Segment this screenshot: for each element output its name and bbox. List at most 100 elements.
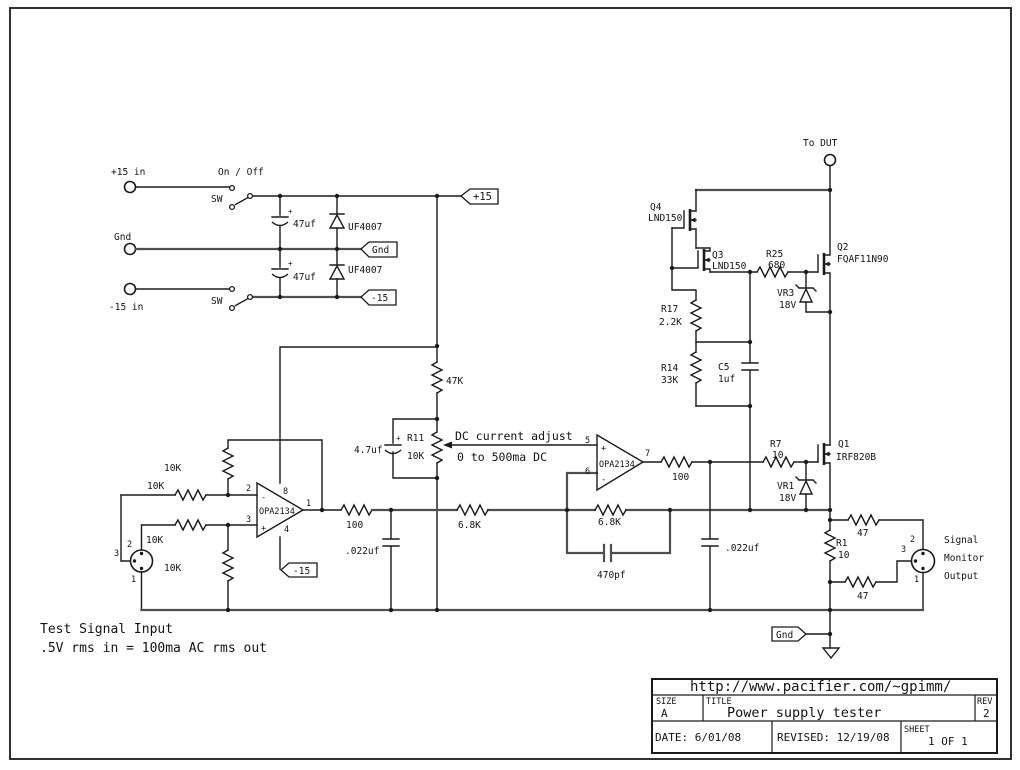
label-sw1: SW	[211, 194, 223, 205]
net-flag-minus15-top	[360, 289, 397, 306]
label-47-bottom: 47	[857, 591, 868, 602]
title-block: http://www.pacifier.com/~gpimm/ SIZE A T…	[651, 678, 998, 754]
resistor-10k-in2	[174, 518, 207, 532]
resistor-100-a	[340, 503, 373, 517]
net-flag-plus15	[459, 188, 499, 205]
conn-out-pin3: 3	[901, 545, 906, 555]
output-junctions	[669, 187, 833, 637]
label-vr1-ref: VR1	[777, 481, 794, 492]
label-10k-in2: 10K	[146, 535, 163, 546]
cap2-plus-mark: +	[288, 259, 293, 268]
switch-on-off-pos	[228, 184, 254, 211]
label-r1-ref: R1	[836, 538, 848, 549]
resistor-100-b	[660, 455, 693, 469]
resistor-6k8-b	[594, 503, 627, 517]
terminal-gnd-in	[123, 242, 137, 256]
titleblock-size-label: SIZE	[656, 697, 676, 707]
switch-on-off-neg	[228, 285, 254, 312]
label-on-off: On / Off	[218, 167, 264, 178]
resistor-6k8-a	[456, 503, 489, 517]
label-q3-part: LND150	[712, 261, 747, 272]
resistor-10k-in1	[174, 488, 207, 502]
conn-in-pin1: 1	[131, 575, 136, 585]
opamp2-pin5: 5	[585, 436, 590, 446]
titleblock-size-value: A	[661, 707, 668, 720]
opamp2-section: 5 6 7 + - OPA2134 100	[585, 433, 819, 492]
opamp1-name: OPA2134	[259, 507, 295, 517]
conn-out-pin2: 2	[910, 535, 915, 545]
capacitor-47uf-neg	[271, 248, 289, 298]
label-monitor-1: Signal	[944, 535, 978, 546]
capacitor-022-b	[701, 461, 719, 611]
titleblock-rev-label: REV	[977, 697, 992, 707]
signal-path-section: 100 .022uf 6.8K 6.8K 470pf .022uf	[302, 461, 832, 611]
label-022-a: .022uf	[345, 546, 379, 557]
net-flag-gnd-bottom-text: Gnd	[776, 630, 793, 641]
note-rms: .5V rms in = 100ma AC rms out	[40, 641, 267, 656]
capacitor-4u7	[384, 418, 438, 479]
label-c5-value: 1uf	[718, 374, 735, 385]
monitor-connector: 2 3 1	[901, 535, 936, 611]
label-r11-ref: R11	[407, 433, 424, 444]
titleblock-rev-value: 2	[983, 707, 990, 720]
resistor-r25	[756, 265, 789, 279]
net-flag-plus15-text: +15	[473, 191, 492, 203]
opamp1-symbol	[256, 481, 305, 539]
terminal-to-dut	[823, 153, 837, 167]
label-47-top: 47	[857, 528, 868, 539]
label-vr3-value: 18V	[779, 300, 796, 311]
opamp1-pin2: 2	[246, 484, 251, 494]
net-flag-minus15-opamp1-text: -15	[293, 566, 310, 577]
label-q3-ref: Q3	[712, 250, 723, 261]
label-c5-ref: C5	[718, 362, 729, 373]
label-monitor-2: Monitor	[944, 553, 984, 564]
capacitor-022-a	[382, 509, 400, 611]
label-vr3-ref: VR3	[777, 288, 794, 299]
note-test-signal: Test Signal Input	[40, 622, 173, 637]
opamp1-pin4: 4	[284, 525, 289, 535]
net-flag-gnd-text: Gnd	[372, 245, 389, 256]
mosfet-q2	[817, 189, 831, 446]
output-stage-section: To DUT Q4 LND150 Q3 LND150 R25 680 Q2 FQ…	[648, 138, 984, 660]
diode-uf4007-neg	[328, 248, 346, 298]
label-r1-value: 10	[838, 550, 850, 561]
titleblock-revised: REVISED: 12/19/08	[777, 731, 890, 744]
titleblock-url: http://www.pacifier.com/~gpimm/	[690, 679, 951, 695]
opamp2-minus: -	[601, 475, 606, 485]
cap1-plus-mark: +	[288, 207, 293, 216]
label-47k: 47K	[446, 376, 463, 387]
label-r14-value: 33K	[661, 375, 678, 386]
label-plus15-in: +15 in	[111, 167, 145, 178]
label-022-b: .022uf	[725, 543, 759, 554]
opamp2-symbol	[596, 433, 645, 492]
capacitor-470pf-loop	[565, 471, 672, 563]
label-r7-ref: R7	[770, 439, 781, 450]
label-r17-ref: R17	[661, 304, 678, 315]
label-monitor-3: Output	[944, 571, 978, 582]
resistor-47k	[430, 361, 444, 394]
label-diode1-part: UF4007	[348, 222, 382, 233]
conn-out-pin1: 1	[914, 575, 919, 585]
label-minus15-in: -15 in	[109, 302, 143, 313]
label-10k-gnd: 10K	[164, 563, 181, 574]
label-q4-part: LND150	[648, 213, 683, 224]
label-q1-ref: Q1	[838, 439, 850, 450]
resistor-r7	[762, 455, 795, 469]
mosfet-q4	[671, 189, 697, 249]
label-r14-ref: R14	[661, 363, 678, 374]
opamp1-minus: -	[261, 493, 266, 503]
mosfet-q1	[817, 443, 831, 511]
bias-chain-section: 47K R11 10K 4.7uf + DC current adjust 0 …	[354, 195, 598, 611]
capacitor-c5	[741, 271, 759, 511]
opamp2-pin6: 6	[585, 467, 590, 477]
label-10k-feedback: 10K	[164, 463, 181, 474]
resistor-10k-gnd	[221, 549, 235, 582]
conn-in-pin2: 2	[127, 540, 132, 550]
titleblock-date: DATE: 6/01/08	[655, 731, 741, 744]
label-100-a: 100	[346, 520, 363, 531]
diode-uf4007-pos	[328, 195, 346, 250]
titleblock-title-value: Power supply tester	[727, 705, 881, 721]
cap-4u7-plus-mark: +	[396, 434, 401, 443]
net-flag-minus15-opamp1	[280, 562, 318, 578]
label-vr1-value: 18V	[779, 493, 796, 504]
